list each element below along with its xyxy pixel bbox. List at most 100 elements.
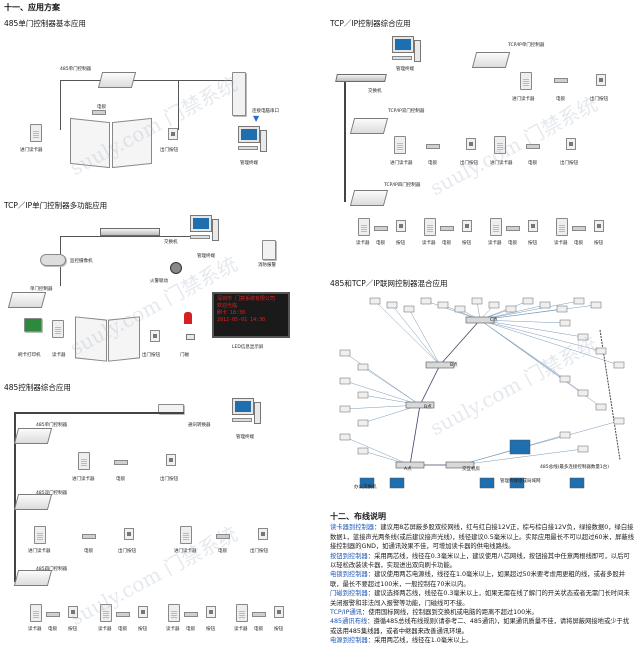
exit-label: 按钮 <box>462 241 471 246</box>
hybrid-network-diagram <box>339 297 625 489</box>
tcp-integrated-title: TCP／IP控制器综合应用 <box>330 19 411 28</box>
reader-label: 进门读卡器 <box>390 161 413 166</box>
note-text: ：建议使用两芯电源线，线径在1.0毫米以上，如果超过50米要考虑用更粗的线，或者… <box>330 571 626 588</box>
entry-reader <box>30 124 42 142</box>
alarm-panel <box>262 240 276 260</box>
alarm-light-icon <box>184 312 192 324</box>
exit-label: 按钮 <box>138 627 147 632</box>
network-line <box>344 82 346 202</box>
exit-label: 出门按钮 <box>142 353 160 358</box>
hybrid-title: 485和TCP／IP联网控制器混合应用 <box>330 279 448 288</box>
note-key: 电源到控制器 <box>330 637 368 645</box>
lock-label: 电锁 <box>97 105 106 110</box>
reader-label: 进门读卡器 <box>512 97 535 102</box>
lock-label: 电锁 <box>254 627 263 632</box>
wire <box>60 80 61 130</box>
converter-label: 通讯转换器 <box>188 423 211 428</box>
lock-label: 电锁 <box>84 549 93 554</box>
exit-button <box>274 606 284 618</box>
pc-terminal <box>232 398 261 428</box>
network-switch <box>465 316 495 324</box>
arrow-down-icon: ▼ <box>253 114 260 123</box>
switch <box>100 228 160 236</box>
led-line: 欢迎光临 <box>217 303 238 309</box>
reader <box>358 218 370 236</box>
exit-button <box>462 220 472 232</box>
network-controller <box>403 305 415 313</box>
converter <box>232 72 246 116</box>
exit-label: 出门按钮 <box>118 549 136 554</box>
pc-label: 管理终端 <box>240 161 258 166</box>
network-switch <box>445 461 475 469</box>
section-title: 十一、应用方案 <box>4 3 60 12</box>
network-controller <box>357 391 369 399</box>
network-controller <box>488 301 500 309</box>
controller-485-four <box>13 570 53 586</box>
tcp-ctrl2-label: TCP/IP双门控制器 <box>388 109 425 114</box>
exit-label: 按钮 <box>68 627 77 632</box>
switch-label: 交换机 <box>368 89 382 94</box>
note-item: 电锁到控制器：建议使用两芯电源线，线径在1.0毫米以上，如果超过50米要考虑用更… <box>330 570 635 589</box>
network-controller <box>539 301 551 309</box>
printer-label: 刷卡打印机 <box>18 353 41 358</box>
lock <box>526 144 540 149</box>
note-key: 按钮到控制器 <box>330 552 368 560</box>
switch-a-label: A点 <box>404 467 412 472</box>
network-link <box>391 304 441 366</box>
exit-label: 出门按钮 <box>460 161 478 166</box>
ctrl2-label: 485双门控制器 <box>36 491 68 496</box>
controller-485-single <box>13 428 53 444</box>
tcp-ctrl4-label: TCP/IP四门控制器 <box>384 183 421 188</box>
reader <box>494 136 506 154</box>
pc-label: 管理终端 <box>197 254 215 259</box>
lock <box>116 612 130 617</box>
lock-label: 电锁 <box>376 241 385 246</box>
network-controller <box>577 333 589 341</box>
led-display: 深圳市 门禁系统有限公司 欢迎光临 刷卡 18:30 2012-05-01 14… <box>212 292 290 338</box>
reader <box>168 604 180 622</box>
network-controller <box>559 431 571 439</box>
main-switch-label: 交互机房 <box>462 467 480 472</box>
ctrl-label: 单门控制器 <box>30 287 53 292</box>
network-controller <box>339 405 351 413</box>
lock-label: 电锁 <box>508 241 517 246</box>
network-link <box>479 304 597 321</box>
network-link <box>374 300 441 366</box>
pc-monitor <box>479 477 495 489</box>
lock-label: 电锁 <box>556 97 565 102</box>
exit-button <box>206 606 216 618</box>
network-controller <box>590 301 602 309</box>
lock <box>216 534 230 539</box>
exit-button <box>124 528 134 540</box>
switch-label: 交换机 <box>164 240 178 245</box>
reader <box>520 72 532 90</box>
basic-application-title: 485单门控制器基本应用 <box>4 19 86 28</box>
reader-label: 读卡器 <box>28 627 42 632</box>
exit-button-label: 出门按钮 <box>160 148 178 153</box>
reader <box>236 604 248 622</box>
lock-label: 电锁 <box>116 477 125 482</box>
note-item: 按钮到控制器：采用两芯线，线径在0.3毫米以上，建议使用八芯网线，按钮接其中任意… <box>330 552 635 571</box>
wire <box>120 80 240 81</box>
reader-label: 读卡器 <box>166 627 180 632</box>
network-switch <box>425 361 455 369</box>
tcp-ctrl1-label: TCP/IP单门控制器 <box>508 43 545 48</box>
reader-label: 读卡器 <box>488 241 502 246</box>
network-link <box>344 380 421 406</box>
wire <box>60 80 110 81</box>
reader-label: 进门读卡器 <box>490 161 513 166</box>
tcp-double-controller <box>349 118 389 134</box>
network-controller <box>369 297 381 305</box>
network-controller <box>613 361 625 369</box>
switch-b2-label: B点 <box>424 405 432 410</box>
network-controller <box>577 445 589 453</box>
network-controller <box>595 403 607 411</box>
network-link <box>479 319 584 338</box>
network-switch <box>395 461 425 469</box>
exit-label: 按钮 <box>528 241 537 246</box>
network-controller <box>357 363 369 371</box>
note-text: ：采用两芯线，线径在1.0毫米以上。 <box>367 637 473 645</box>
lock <box>554 78 568 83</box>
note-text: ：建议用8芯屏蔽多股双绞网线，红与红白接12V正，棕与棕白接12V负，绿接数据0… <box>330 524 635 551</box>
exit-button <box>528 220 538 232</box>
